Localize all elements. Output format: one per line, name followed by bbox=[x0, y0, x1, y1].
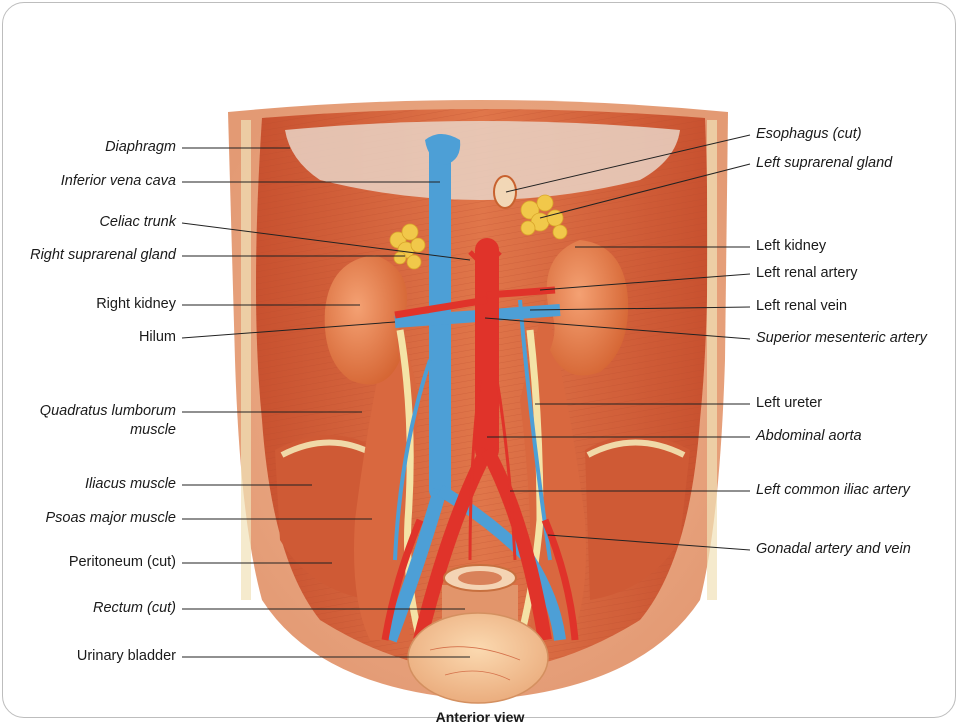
label-left-7: muscle bbox=[130, 422, 176, 438]
label-right-8: Left common iliac artery bbox=[756, 482, 910, 498]
label-right-2: Left kidney bbox=[756, 238, 827, 254]
left-ureter bbox=[516, 329, 544, 641]
esophagus-cut bbox=[493, 175, 517, 209]
label-left-5: Hilum bbox=[138, 329, 176, 345]
leader-right-4 bbox=[529, 306, 751, 311]
label-left-11: Rectum (cut) bbox=[93, 600, 176, 616]
label-right-6: Left ureter bbox=[756, 395, 823, 411]
iliacus-right bbox=[585, 435, 690, 600]
label-left-6: Quadratus lumborum bbox=[39, 403, 176, 419]
diaphragm bbox=[285, 121, 680, 200]
left-suprarenal-gland bbox=[520, 194, 568, 240]
label-left-12: Urinary bladder bbox=[76, 648, 176, 664]
leader-lines bbox=[181, 134, 751, 658]
leader-right-0 bbox=[505, 134, 751, 193]
leader-right-5 bbox=[484, 317, 751, 340]
label-right-1: Left suprarenal gland bbox=[756, 155, 893, 171]
leader-left-2 bbox=[181, 222, 471, 261]
left-kidney bbox=[546, 240, 629, 376]
label-left-0: Diaphragm bbox=[105, 139, 176, 155]
label-right-3: Left renal artery bbox=[756, 265, 858, 281]
figure-caption: Anterior view bbox=[435, 709, 525, 725]
leader-right-3 bbox=[539, 273, 751, 291]
label-left-10: Peritoneum (cut) bbox=[68, 554, 176, 570]
label-left-4: Right kidney bbox=[96, 296, 176, 312]
label-left-9: Psoas major muscle bbox=[45, 510, 176, 526]
label-left-8: Iliacus muscle bbox=[84, 476, 176, 492]
label-right-4: Left renal vein bbox=[756, 298, 848, 314]
label-right-9: Gonadal artery and vein bbox=[756, 541, 911, 557]
label-left-1: Inferior vena cava bbox=[60, 173, 176, 189]
right-kidney bbox=[324, 255, 407, 385]
leader-right-1 bbox=[539, 163, 751, 219]
celiac-trunk bbox=[468, 250, 502, 264]
label-right-5: Superior mesenteric artery bbox=[756, 330, 927, 346]
iliacus-left bbox=[275, 435, 380, 600]
label-right-0: Esophagus (cut) bbox=[756, 126, 862, 142]
label-left-2: Celiac trunk bbox=[99, 214, 176, 230]
urinary-bladder bbox=[407, 612, 549, 704]
leader-left-5 bbox=[181, 321, 396, 339]
leader-right-9 bbox=[547, 534, 751, 551]
label-right-7: Abdominal aorta bbox=[756, 428, 862, 444]
right-suprarenal-gland bbox=[389, 223, 426, 270]
label-left-3: Right suprarenal gland bbox=[30, 247, 176, 263]
